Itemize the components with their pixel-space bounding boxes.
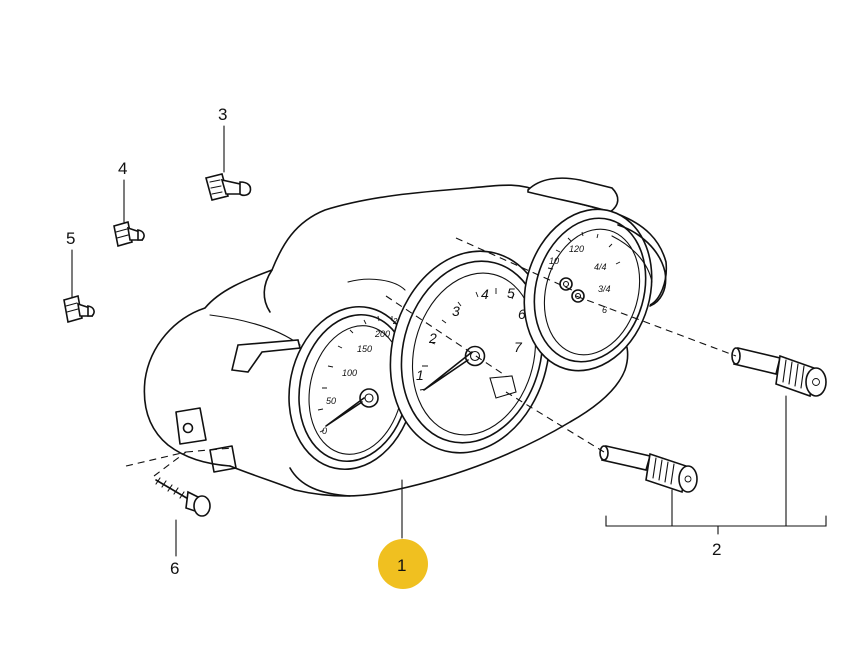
assembly-lines <box>125 237 737 477</box>
tacho-label-3: 3 <box>452 303 460 319</box>
right-gauge-label-10: 10 <box>549 256 559 266</box>
callout-part-6[interactable]: 6 <box>170 559 179 578</box>
reset-knob-upper <box>731 347 827 398</box>
tacho-label-2: 2 <box>428 330 437 346</box>
speedo-label-200: 200 <box>374 329 390 339</box>
callout-part-1[interactable]: 1 <box>397 556 406 575</box>
callout-leaders <box>71 125 827 557</box>
bulb-holder-part-4 <box>113 220 145 248</box>
mounting-bracket-left <box>175 339 301 473</box>
screw-part-6 <box>155 477 211 517</box>
tacho-label-4: 4 <box>481 286 489 302</box>
right-gauge-label-4-4: 4/4 <box>594 262 607 272</box>
right-gauge-label-3-4: 3/4 <box>598 284 611 294</box>
callout-part-2[interactable]: 2 <box>712 540 721 559</box>
right-gauge-label-6: 6 <box>602 305 607 315</box>
right-combination-gauge: 10 120 4/4 3/4 6 <box>523 208 667 372</box>
bulb-holder-part-3 <box>205 173 252 201</box>
right-gauge-label-120: 120 <box>569 244 584 254</box>
callout-part-5[interactable]: 5 <box>66 229 75 248</box>
reset-knob-lower <box>599 445 698 494</box>
callout-part-4[interactable]: 4 <box>118 159 127 178</box>
tacho-label-7: 7 <box>514 339 523 355</box>
speedo-label-100: 100 <box>342 368 357 378</box>
speedo-label-150: 150 <box>357 344 372 354</box>
tacho-label-5: 5 <box>507 285 515 301</box>
tacho-label-6: 6 <box>518 306 526 322</box>
bulb-holder-part-5 <box>63 294 95 324</box>
speedo-label-0: 0 <box>322 426 327 436</box>
callout-part-3[interactable]: 3 <box>218 105 227 124</box>
tacho-label-1: 1 <box>416 367 424 383</box>
part-1-highlight-marker[interactable] <box>378 539 428 589</box>
speedo-label-50: 50 <box>326 396 336 406</box>
speedometer-gauge: 0 50 100 150 200 250 <box>288 305 416 471</box>
